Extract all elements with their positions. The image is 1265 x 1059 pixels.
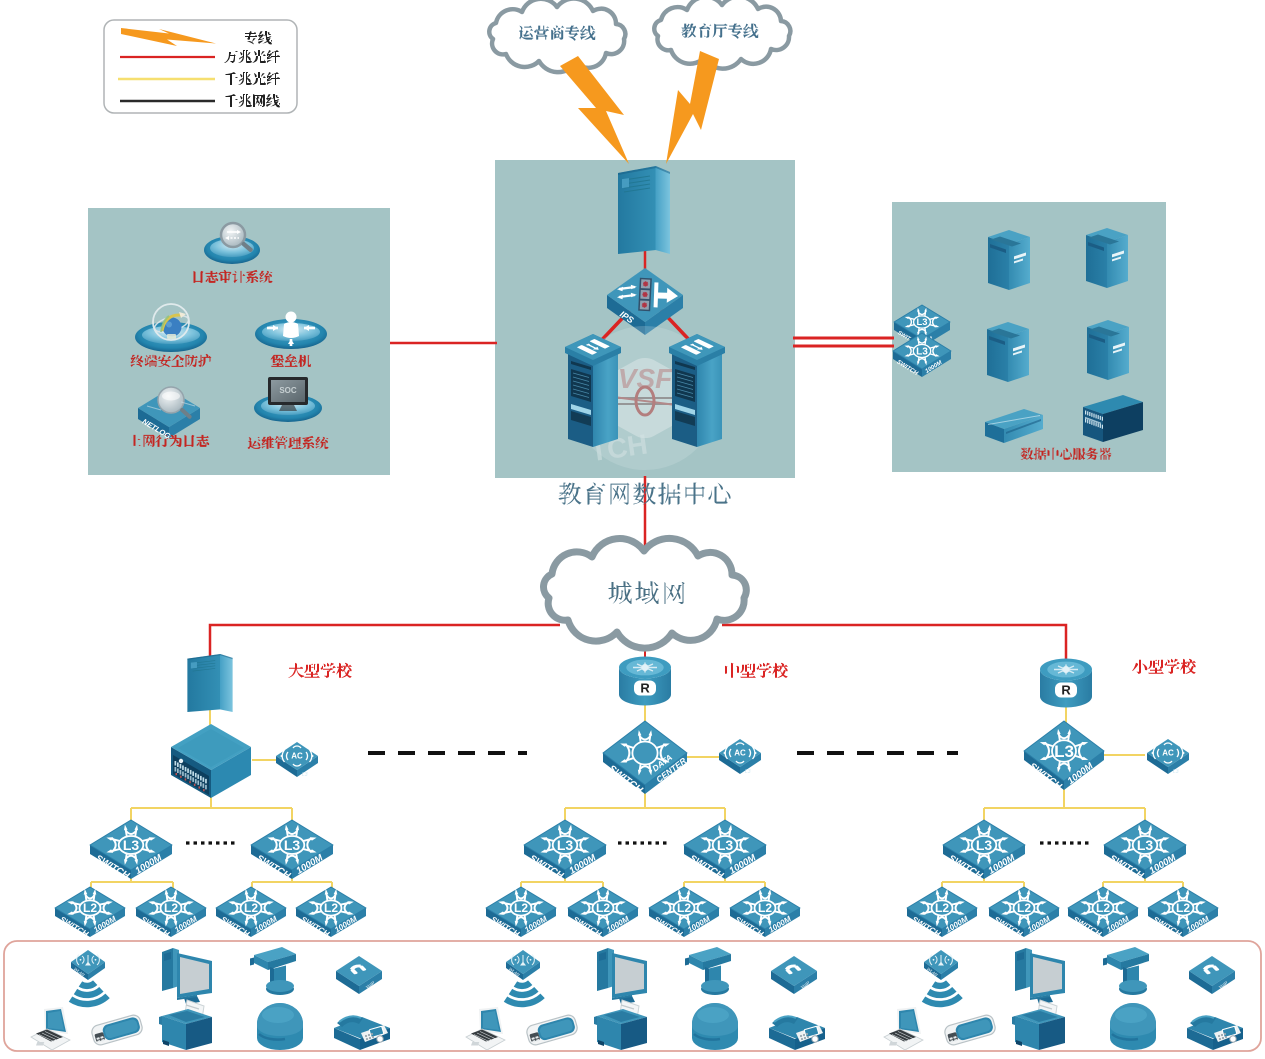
svg-text:AC: AC [734,749,746,758]
svg-text:VoIP: VoIP [800,980,811,989]
svg-text:L3: L3 [284,837,301,853]
svg-text:L3: L3 [717,837,734,853]
svg-text:SOC: SOC [279,386,297,395]
svg-text:L2: L2 [1096,901,1110,915]
svg-text:VoIP: VoIP [1218,980,1229,989]
svg-text:L2: L2 [514,901,528,915]
svg-text:L3: L3 [557,837,574,853]
svg-text:L3: L3 [1173,769,1179,775]
svg-text:L2: L2 [164,901,178,915]
svg-text:L2: L2 [758,901,772,915]
svg-text:L2: L2 [83,901,97,915]
svg-text:L2: L2 [677,901,691,915]
svg-text:AC: AC [291,752,303,761]
svg-text:L2: L2 [596,901,610,915]
svg-text:L2: L2 [935,901,949,915]
svg-text:WLAN: WLAN [926,966,940,978]
svg-text:L2: L2 [324,901,338,915]
svg-text:WLAN: WLAN [508,966,522,978]
svg-text:VoIP: VoIP [365,980,376,989]
svg-text:R: R [640,681,650,696]
svg-text:L3: L3 [745,769,751,775]
svg-text:L2: L2 [244,901,258,915]
svg-text:L2: L2 [1176,901,1190,915]
svg-text:L3: L3 [1137,837,1154,853]
svg-text:WLAN: WLAN [73,966,87,978]
svg-text:L2: L2 [1017,901,1031,915]
svg-text:L3: L3 [916,347,928,358]
svg-text:AC: AC [1162,749,1174,758]
svg-text:L3: L3 [123,837,140,853]
svg-text:L3: L3 [1054,742,1074,761]
svg-text:R: R [1061,683,1071,698]
svg-text:L3: L3 [302,772,308,778]
svg-text:L3: L3 [917,317,928,327]
svg-text:VSF: VSF [618,363,673,394]
svg-text:L3: L3 [976,837,993,853]
